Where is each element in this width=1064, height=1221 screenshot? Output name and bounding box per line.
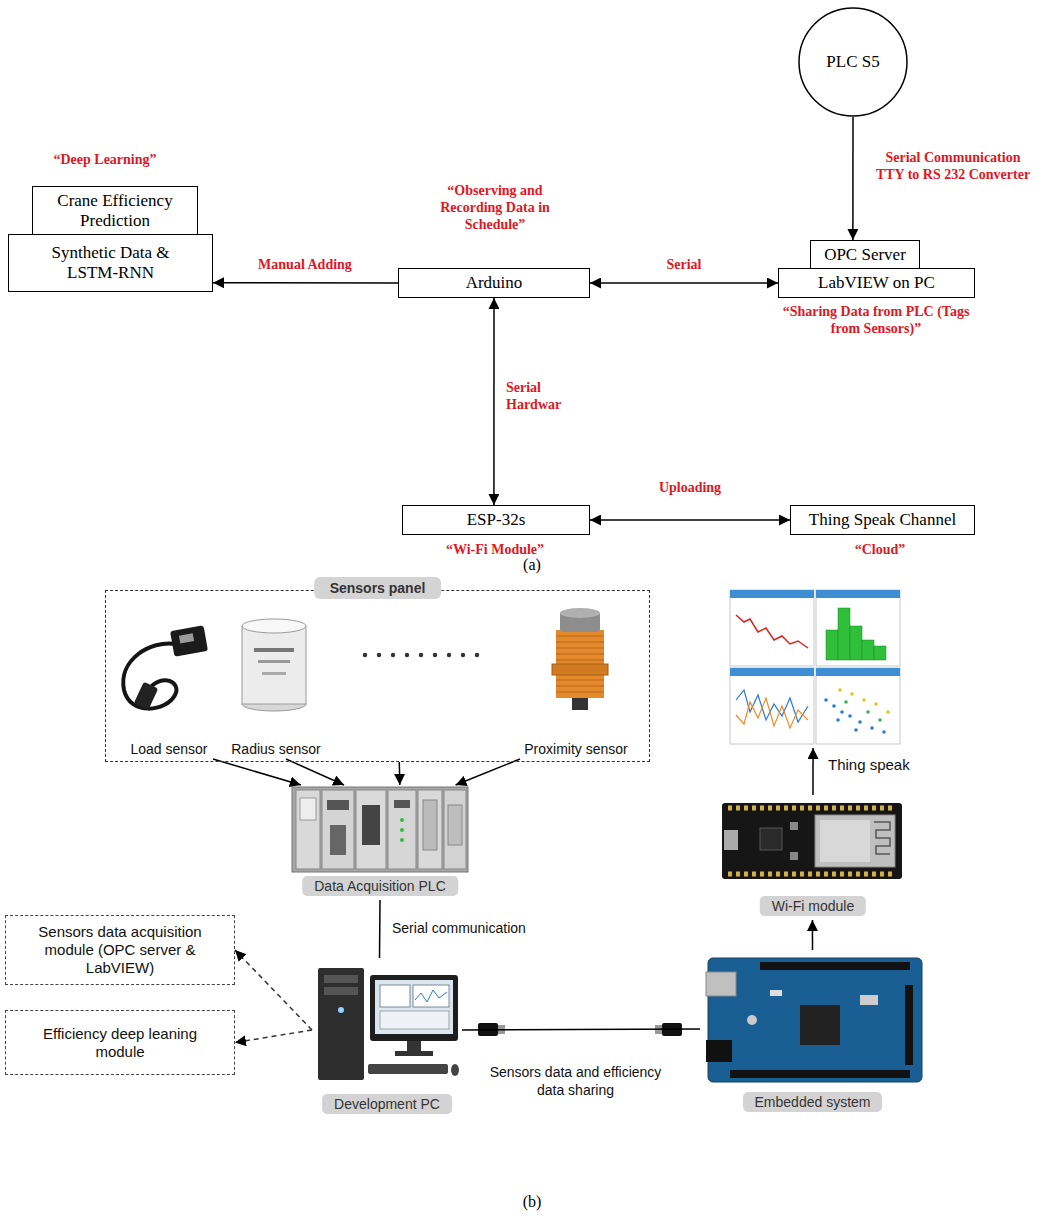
annotation: “Cloud” [805, 542, 955, 559]
node-label: Data Acquisition PLC [302, 876, 458, 896]
connector [286, 759, 344, 785]
panel-letter: (b) [502, 1193, 562, 1211]
edge-label: Serial [634, 257, 734, 274]
connector [399, 762, 401, 785]
edge-label: Serial Hardwar [506, 380, 576, 414]
hardware-item: Wi-Fi module [718, 795, 908, 920]
process-box: OPC Server [810, 240, 920, 269]
edge-label: Manual Adding [230, 257, 380, 274]
hardware-item: Data Acquisition PLC [290, 785, 470, 900]
node-label: Wi-Fi module [760, 896, 866, 916]
connector [456, 759, 520, 785]
process-box: Arduino [398, 268, 590, 298]
connector [213, 282, 398, 284]
process-box: LabVIEW on PC [778, 268, 975, 298]
connector [852, 117, 854, 240]
node-label: Synthetic Data & LSTM-RNN [43, 243, 178, 282]
module-box: Sensors data acquisition module (OPC ser… [5, 915, 235, 985]
node-label: Sensors data acquisition module (OPC ser… [30, 923, 210, 977]
circle-shape [799, 8, 907, 116]
plc-circle: PLC S5 [798, 7, 908, 117]
cloud-dashboard: Thing speak [728, 588, 903, 748]
node-label: Thing Speak Channel [809, 510, 956, 530]
edge-label: Serial communication [392, 920, 562, 938]
node-label: LabVIEW on PC [818, 273, 935, 293]
sensor-item: Radius sensor [226, 616, 326, 759]
panel-letter: (a) [502, 556, 562, 574]
process-box: Thing Speak Channel [790, 505, 975, 535]
annotation: “Sharing Data from PLC (Tags from Sensor… [781, 304, 971, 338]
node-label: Thing speak [828, 756, 910, 773]
node-label: Crane Efficiency Prediction [53, 191, 178, 230]
node-label: Development PC [322, 1094, 452, 1114]
connector [590, 282, 778, 284]
annotation: “Deep Learning” [20, 152, 190, 169]
connector [213, 759, 301, 785]
process-box: ESP-32s [402, 505, 590, 535]
connector [812, 748, 814, 795]
desktop-pc-picture [318, 968, 459, 1080]
connector [812, 920, 814, 950]
plc-rack-picture [292, 787, 468, 872]
node-label: PLC S5 [826, 52, 879, 72]
node-label: ESP-32s [467, 510, 526, 530]
arduino-mega-picture [706, 958, 922, 1082]
node-label: Efficiency deep leaning module [30, 1025, 210, 1061]
connector [462, 1028, 700, 1030]
sensor-panel: Sensors panelLoad sensorRadius sensorPro… [105, 590, 650, 762]
thingspeak-dashboard-picture [730, 590, 900, 744]
edge-label: Sensors data and efficiency data sharing [488, 1064, 663, 1099]
radius-sensor-picture [242, 619, 306, 711]
esp32-board-picture [722, 803, 902, 879]
annotation: “Wi-Fi Module” [420, 542, 570, 559]
hardware-item: Embedded system [700, 950, 925, 1116]
node-label: OPC Server [824, 245, 906, 265]
proximity-sensor-picture [552, 608, 608, 710]
node-label: Arduino [466, 273, 523, 293]
sensor-item: Proximity sensor [506, 606, 646, 759]
hardware-item: Development PC [312, 958, 462, 1118]
connector [379, 900, 381, 958]
connector [590, 519, 790, 521]
connector [235, 950, 312, 1030]
node-label: Load sensor [130, 741, 207, 757]
node-label: Radius sensor [231, 741, 321, 757]
connector [493, 298, 495, 505]
node-label: Embedded system [743, 1092, 883, 1112]
node-label: Sensors panel [314, 577, 442, 599]
annotation: “Observing and Recording Data in Schedul… [430, 183, 560, 233]
edge-label: Serial Communication TTY to RS 232 Conve… [868, 150, 1038, 184]
more-sensors-dots [363, 653, 479, 657]
module-box: Efficiency deep leaning module [5, 1010, 235, 1075]
connector [235, 1030, 312, 1043]
sensor-item: Load sensor [114, 621, 224, 759]
process-box: Crane Efficiency Prediction [32, 186, 198, 235]
process-box: Synthetic Data & LSTM-RNN [8, 234, 213, 292]
edge-label: Uploading [640, 480, 740, 497]
load-sensor-picture [123, 625, 208, 710]
node-label: Proximity sensor [524, 741, 627, 757]
